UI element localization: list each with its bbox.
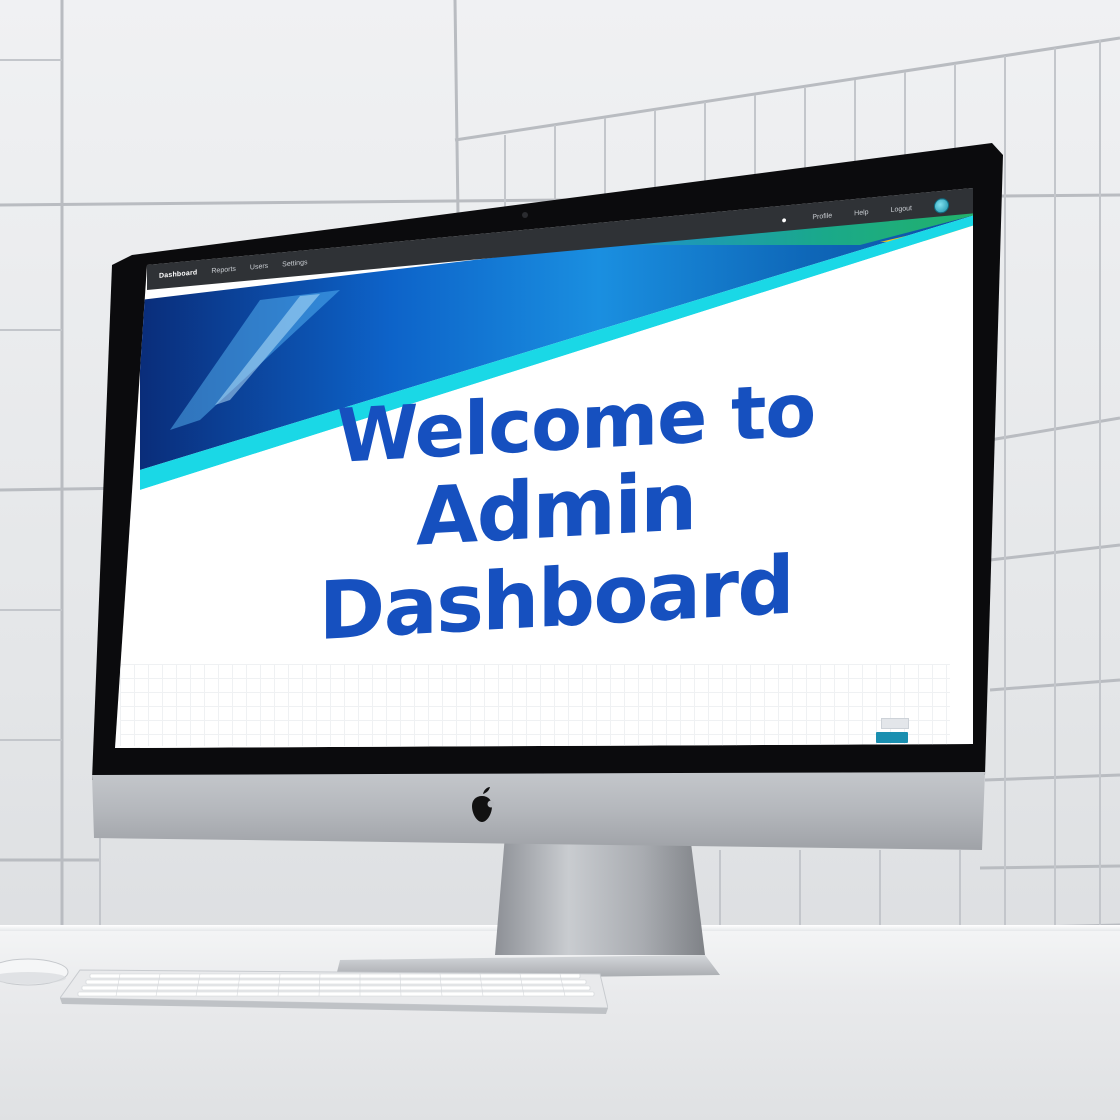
nav-profile[interactable]: Profile [812,212,833,222]
mini-chip[interactable] [881,718,909,729]
nav-link-settings[interactable]: Settings [282,259,308,269]
hero-blue-band [140,200,973,470]
camera-dot [522,212,528,218]
nav-help[interactable]: Help [854,209,869,218]
hero-light-streak-2 [215,294,320,405]
monitor-chin [92,772,985,850]
monitor-stand [495,835,705,955]
welcome-headline: Welcome to Admin Dashboard [176,363,936,666]
nav-link-reports[interactable]: Reports [211,265,236,276]
apple-logo-icon [472,787,495,822]
content-grid-area [120,664,950,746]
user-icon[interactable]: ● [781,214,787,226]
nav-logout[interactable]: Logout [890,205,912,215]
avatar-icon[interactable] [934,197,949,214]
hero-white-area [140,225,973,748]
hero-cyan-stripe [140,215,973,490]
brand-name[interactable]: Dashboard [159,269,198,280]
action-button[interactable] [876,732,908,743]
keyboard [60,969,608,1014]
mouse [0,958,69,986]
nav-left-group: Dashboard Reports Users Settings [159,259,307,280]
nav-link-users[interactable]: Users [249,262,269,272]
